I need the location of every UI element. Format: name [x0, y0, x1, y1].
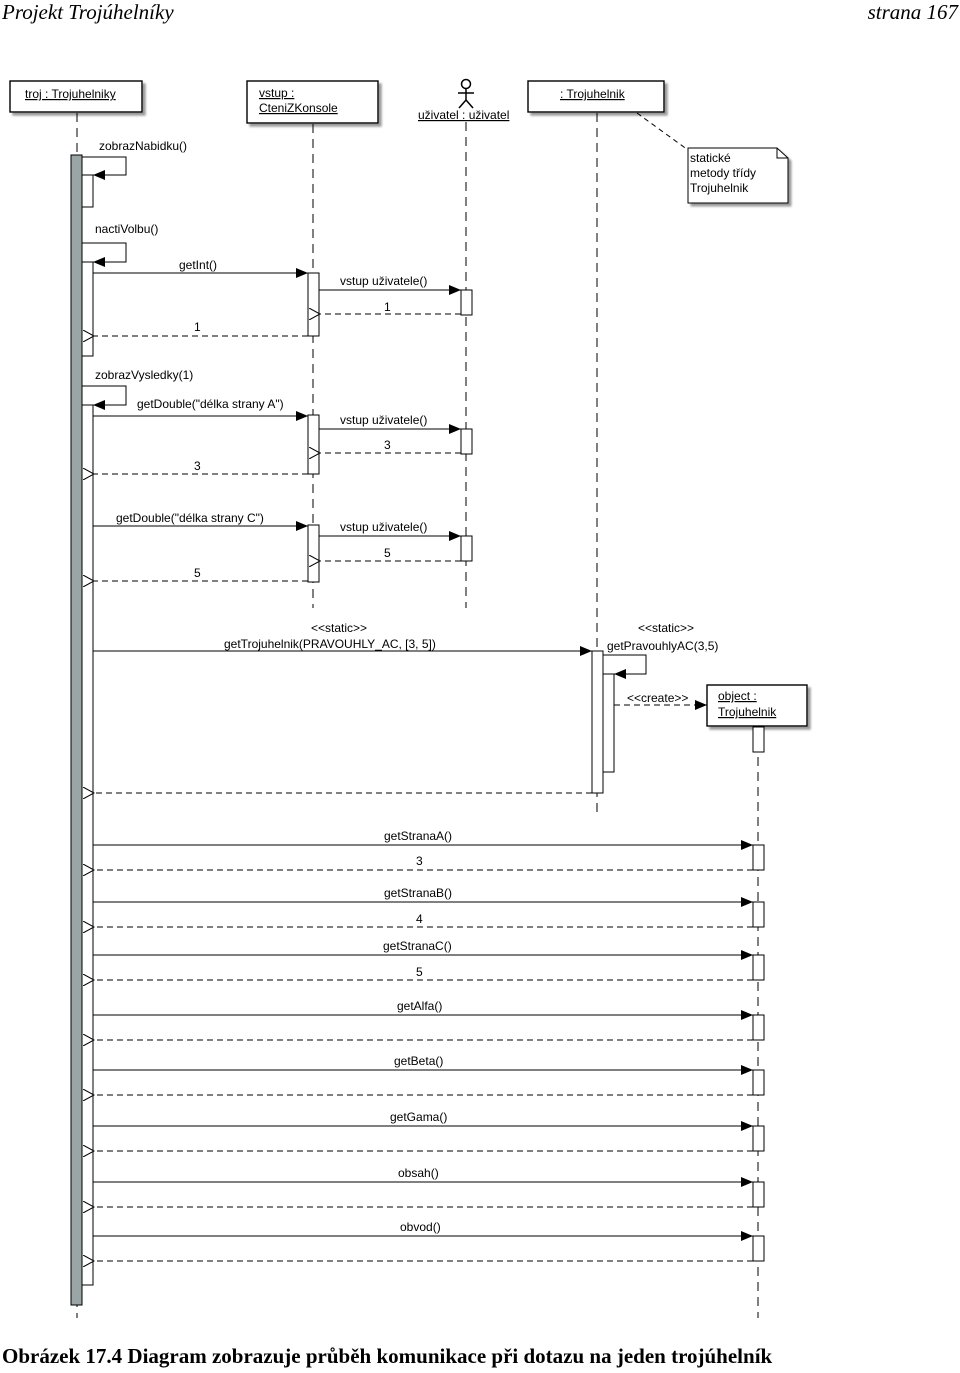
activation-trojuhelnik-1	[591, 650, 604, 794]
msg-get-int: getInt()	[93, 258, 308, 278]
msg-get-int-label: getInt()	[179, 258, 217, 272]
ret-3b: 3	[94, 459, 308, 474]
msg-get-double-a-label: getDouble("délka strany A")	[137, 397, 284, 411]
msg-get-trojuhelnik: <<static>> getTrojuhelnik(PRAVOUHLY_AC, …	[93, 621, 592, 656]
msg-get-beta: getBeta()	[93, 1054, 753, 1075]
ret-3b-label: 3	[194, 459, 201, 473]
msg-vstup-2: vstup uživatele()	[319, 413, 461, 434]
sequence-diagram: troj : Trojuhelniky vstup : CteniZKonsol…	[9, 78, 808, 1318]
msg-get-pravouhly: <<static>> getPravouhlyAC(3,5)	[603, 621, 718, 679]
lifeline-object: object : Trojuhelnik	[706, 684, 808, 727]
ret-1b: 1	[94, 320, 308, 336]
activation-troj-vysledky	[81, 404, 94, 1286]
actor-uzivatel-label: uživatel : uživatel	[418, 108, 509, 122]
ret-strana-b: 4	[94, 912, 753, 927]
lifeline-vstup: vstup : CteniZKonsole	[246, 80, 379, 124]
msg-get-beta-label: getBeta()	[394, 1054, 443, 1068]
lifeline-object-label-1: object :	[718, 689, 757, 703]
msg-get-gama: getGama()	[93, 1110, 753, 1131]
msg-get-alfa: getAlfa()	[93, 999, 753, 1020]
ret-1b-label: 1	[194, 320, 201, 334]
lifeline-troj: troj : Trojuhelniky	[9, 80, 143, 113]
ret-5a-label: 5	[384, 546, 391, 560]
lifeline-trojuhelnik-label: : Trojuhelnik	[560, 87, 626, 101]
msg-get-trojuhelnik-label: getTrojuhelnik(PRAVOUHLY_AC, [3, 5])	[224, 637, 436, 651]
lifeline-troj-label: troj : Trojuhelniky	[25, 87, 116, 101]
msg-get-strana-b-label: getStranaB()	[384, 886, 452, 900]
msg-nacti-volbu: nactiVolbu()	[82, 222, 158, 267]
activation-uzivatel-1	[460, 289, 473, 316]
activation-vstup-3	[307, 524, 320, 583]
ret-strana-a: 3	[94, 854, 753, 870]
lifeline-lines	[76, 113, 759, 1318]
msg-get-strana-b: getStranaB()	[93, 886, 753, 907]
msg-zobraz-nabidku: zobrazNabidku()	[82, 139, 187, 180]
activation-troj-volba	[81, 261, 94, 357]
msg-get-double-a: getDouble("délka strany A")	[93, 397, 308, 421]
activation-troj-nabidka	[81, 174, 94, 208]
msg-create: <<create>>	[614, 691, 707, 710]
msg-get-strana-a: getStranaA()	[93, 829, 753, 850]
ret-strana-c-label: 5	[416, 965, 423, 979]
msg-vstup-3: vstup uživatele()	[319, 520, 461, 541]
msg-get-pravouhly-label: getPravouhlyAC(3,5)	[607, 639, 718, 653]
msg-zobraz-nabidku-label: zobrazNabidku()	[99, 139, 187, 153]
activations-object	[752, 844, 765, 1262]
msg-zobraz-vysledky: zobrazVysledky(1)	[82, 368, 193, 410]
msg-vstup-1: vstup uživatele()	[319, 274, 461, 295]
activation-vstup-2	[307, 414, 320, 475]
ret-3a-label: 3	[384, 438, 391, 452]
ret-strana-a-label: 3	[416, 854, 423, 868]
actor-icon	[458, 78, 474, 109]
lifeline-vstup-label-1: vstup :	[259, 86, 294, 100]
msg-obvod-label: obvod()	[400, 1220, 441, 1234]
lifeline-object-label-2: Trojuhelnik	[718, 705, 777, 719]
msg-vstup-3-label: vstup uživatele()	[340, 520, 427, 534]
note-line-2: metody třídy	[690, 166, 756, 180]
page-header-title: Projekt Trojúhelníky	[2, 0, 174, 24]
ret-5a: 5	[320, 546, 461, 561]
activation-troj-main	[70, 154, 83, 1306]
ret-5b-label: 5	[194, 566, 201, 580]
note-line-3: Trojuhelnik	[690, 181, 749, 195]
note-static-methods: statické metody třídy Trojuhelnik	[636, 112, 789, 204]
msg-get-strana-a-label: getStranaA()	[384, 829, 452, 843]
msg-vstup-2-label: vstup uživatele()	[340, 413, 427, 427]
msg-get-strana-c-label: getStranaC()	[383, 939, 452, 953]
activation-trojuhelnik-2	[602, 673, 615, 773]
msg-obvod: obvod()	[93, 1220, 753, 1241]
figure-caption: Obrázek 17.4 Diagram zobrazuje průběh ko…	[2, 1344, 773, 1368]
note-line-1: statické	[690, 151, 731, 165]
msg-get-strana-c: getStranaC()	[93, 939, 753, 960]
lifeline-trojuhelnik: : Trojuhelnik	[527, 80, 665, 113]
msg-get-alfa-label: getAlfa()	[397, 999, 442, 1013]
ret-1a: 1	[320, 300, 461, 314]
ret-strana-b-label: 4	[416, 912, 423, 926]
activation-vstup-1	[307, 272, 320, 337]
ret-5b: 5	[94, 566, 308, 581]
msg-create-label: <<create>>	[627, 691, 688, 705]
msg-obsah-label: obsah()	[398, 1166, 439, 1180]
activation-object-0	[752, 726, 765, 753]
page-number: strana 167	[867, 0, 958, 24]
msg-get-double-c: getDouble("délka strany C")	[93, 511, 308, 531]
msg-get-double-c-label: getDouble("délka strany C")	[116, 511, 264, 525]
msg-static-1-label: <<static>>	[311, 621, 367, 635]
msg-static-2-label: <<static>>	[638, 621, 694, 635]
msg-obsah: obsah()	[93, 1166, 753, 1187]
ret-1a-label: 1	[384, 300, 391, 314]
msg-get-gama-label: getGama()	[390, 1110, 447, 1124]
ret-strana-c: 5	[94, 965, 753, 980]
msg-nacti-volbu-label: nactiVolbu()	[95, 222, 158, 236]
actor-uzivatel: uživatel : uživatel	[418, 78, 509, 122]
ret-3a: 3	[320, 438, 461, 453]
msg-vstup-1-label: vstup uživatele()	[340, 274, 427, 288]
msg-zobraz-vysledky-label: zobrazVysledky(1)	[95, 368, 193, 382]
activation-uzivatel-3	[460, 535, 473, 562]
activation-uzivatel-2	[460, 428, 473, 455]
lifeline-vstup-label-2: CteniZKonsole	[259, 101, 338, 115]
